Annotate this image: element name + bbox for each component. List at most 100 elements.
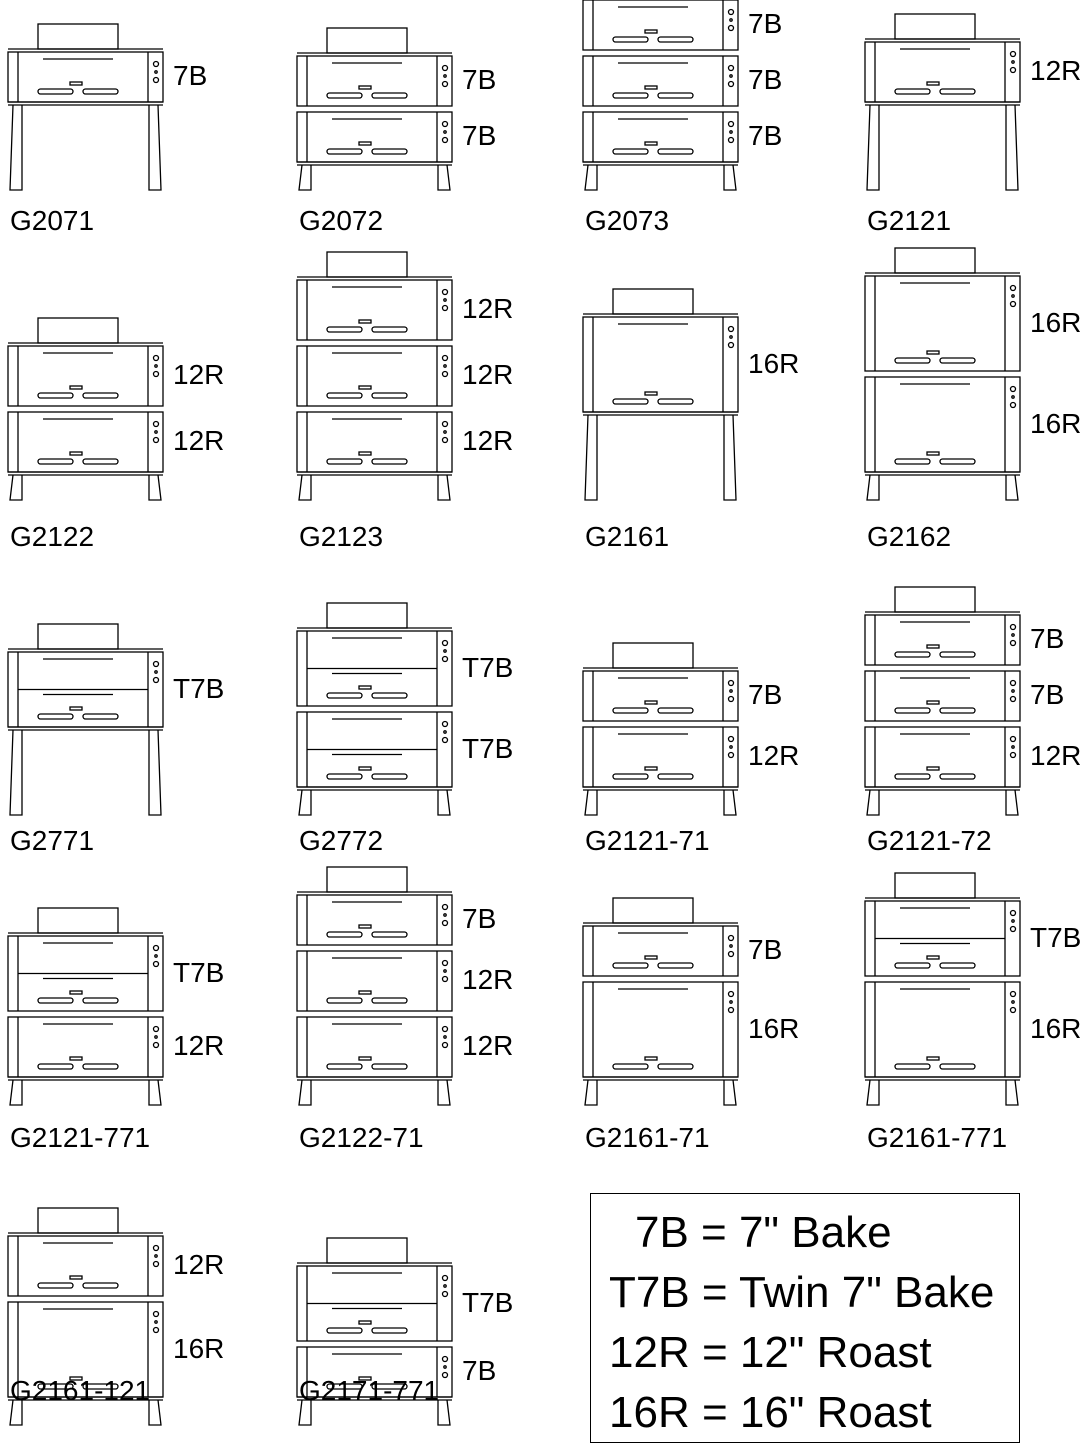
oven-deck (296, 711, 453, 788)
oven-drawing (7, 1207, 164, 1426)
oven-deck (864, 670, 1021, 722)
oven-deck (582, 981, 739, 1078)
deck-label: 7B (748, 8, 783, 39)
oven-deck (582, 670, 739, 722)
deck-label: 7B (462, 120, 497, 151)
deck-label: 16R (173, 1332, 225, 1364)
deck-label: 7B (748, 64, 783, 95)
oven-drawing (296, 27, 453, 191)
deck-label: T7B (462, 651, 514, 683)
oven-deck (582, 0, 739, 51)
legend-16r: 16R = 16" Roast (609, 1388, 932, 1437)
model-name: G2161-71 (585, 1122, 710, 1153)
oven-deck (582, 925, 739, 977)
deck-label: 12R (462, 359, 514, 390)
deck-label: 12R (748, 740, 800, 771)
deck-label: 12R (173, 359, 225, 390)
oven-deck (7, 345, 164, 407)
deck-label: 12R (462, 1030, 514, 1061)
oven-deck (864, 275, 1021, 372)
model-name: G2072 (299, 205, 384, 236)
model-name: G2161-771 (867, 1122, 1008, 1153)
model-name: G2121 (867, 205, 952, 236)
deck-label: 7B (462, 64, 497, 95)
legend-box: 7B = 7" Bake T7B = Twin 7" Bake 12R = 12… (590, 1193, 1020, 1443)
oven-drawing (7, 317, 164, 501)
deck-label: 7B (1030, 623, 1065, 654)
deck-label: 12R (1030, 740, 1082, 771)
model-name: G2073 (585, 205, 670, 236)
model-name: G2161-121 (10, 1375, 151, 1406)
deck-label: 7B (748, 679, 783, 710)
oven-deck (296, 279, 453, 341)
deck-label: 16R (748, 1012, 800, 1044)
deck-label: T7B (173, 672, 225, 704)
deck-label: 12R (462, 425, 514, 456)
legend-7b: 7B = 7" Bake (635, 1208, 892, 1257)
deck-label: 16R (1030, 407, 1082, 439)
oven-deck (296, 894, 453, 946)
oven-deck (296, 630, 453, 707)
model-name: G2771 (10, 825, 95, 856)
deck-label: 7B (748, 120, 783, 151)
deck-label: 12R (173, 1249, 225, 1280)
model-name: G2121-771 (10, 1122, 151, 1153)
deck-label: 12R (462, 293, 514, 324)
oven-drawing (296, 602, 453, 816)
model-name: G2121-72 (867, 825, 992, 856)
model-name: G2122-71 (299, 1122, 424, 1153)
deck-label: 12R (1030, 55, 1082, 86)
deck-label: T7B (462, 1286, 514, 1318)
oven-drawing (582, 0, 739, 191)
model-name: G2122 (10, 521, 95, 552)
oven-drawing (296, 866, 453, 1106)
oven-deck (7, 51, 164, 103)
deck-label: 7B (1030, 679, 1065, 710)
model-name: G2171-771 (299, 1375, 440, 1406)
oven-deck (864, 900, 1021, 977)
deck-label: 16R (1030, 306, 1082, 338)
oven-deck (296, 1346, 453, 1398)
model-name: G2161 (585, 521, 670, 552)
model-name: G2772 (299, 825, 384, 856)
model-name: G2121-71 (585, 825, 710, 856)
deck-label: 16R (1030, 1012, 1082, 1044)
oven-drawing (582, 288, 739, 501)
oven-deck (296, 950, 453, 1012)
legend-t7b: T7B = Twin 7" Bake (609, 1268, 995, 1317)
model-name: G2123 (299, 521, 384, 552)
oven-deck (296, 55, 453, 107)
oven-drawing (864, 872, 1021, 1106)
deck-label: T7B (462, 732, 514, 764)
deck-label: 7B (462, 903, 497, 934)
legend-12r: 12R = 12" Roast (609, 1328, 932, 1377)
deck-label: T7B (1030, 921, 1082, 953)
oven-drawing (7, 623, 164, 816)
oven-deck (296, 1265, 453, 1342)
model-name: G2162 (867, 521, 952, 552)
oven-drawing (7, 23, 164, 191)
oven-drawing (864, 586, 1021, 816)
oven-drawing (864, 247, 1021, 501)
oven-drawing (864, 13, 1021, 191)
deck-label: 7B (173, 60, 208, 91)
oven-drawing (582, 897, 739, 1106)
oven-deck (7, 1235, 164, 1297)
deck-label: 16R (748, 347, 800, 379)
oven-deck (582, 55, 739, 107)
oven-deck (864, 614, 1021, 666)
model-name: G2071 (10, 205, 95, 236)
oven-deck (864, 41, 1021, 103)
oven-deck (7, 935, 164, 1012)
oven-drawing (7, 907, 164, 1106)
deck-label: 12R (173, 425, 225, 456)
oven-drawing (296, 1237, 453, 1426)
oven-drawing (296, 251, 453, 501)
deck-label: T7B (173, 956, 225, 988)
oven-deck (296, 345, 453, 407)
deck-label: 12R (173, 1030, 225, 1061)
deck-label: 7B (748, 934, 783, 965)
oven-drawing (582, 642, 739, 816)
